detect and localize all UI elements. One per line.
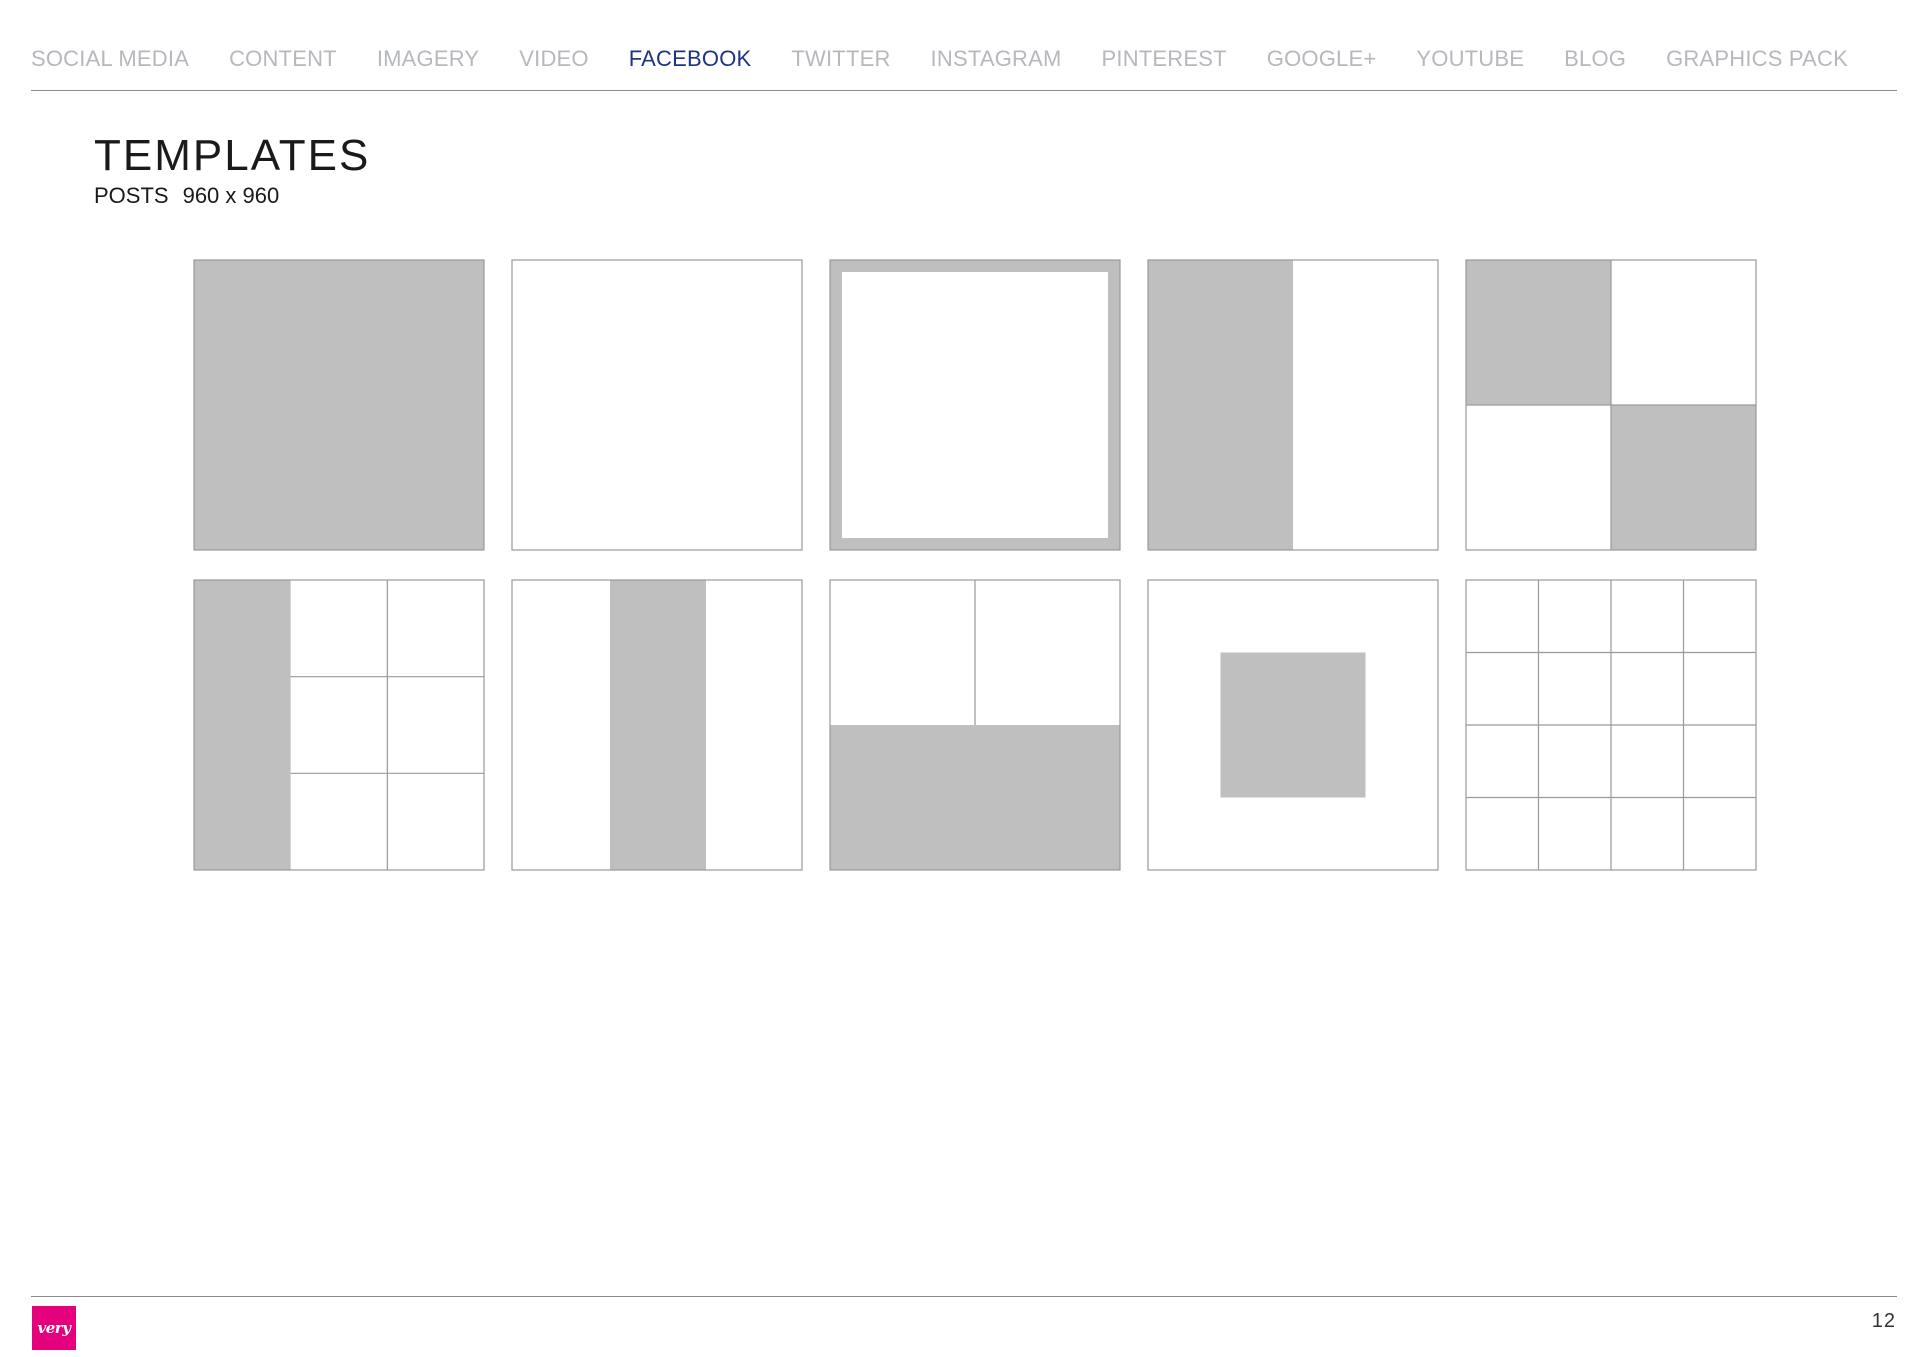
tile-background — [830, 260, 1120, 550]
nav-divider — [31, 90, 1897, 91]
page-title: TEMPLATES — [94, 131, 371, 180]
inner-area — [842, 272, 1108, 538]
tile-background — [1148, 260, 1438, 550]
footer-divider — [31, 1296, 1897, 1297]
tile-border — [829, 259, 1121, 551]
nav-item-twitter[interactable]: TWITTER — [791, 46, 891, 71]
very-logo: very — [32, 1306, 76, 1350]
tile-border — [1147, 579, 1439, 871]
nav-item-instagram[interactable]: INSTAGRAM — [930, 46, 1062, 71]
template-diagonal-quadrants — [1465, 259, 1757, 551]
template-center-column-fill — [511, 579, 803, 871]
placeholder-fill — [830, 260, 1120, 550]
template-full-fill — [193, 259, 485, 551]
page-subtitle: POSTS 960 x 960 — [94, 185, 279, 207]
tile-border — [193, 579, 485, 871]
nav-item-graphics-pack[interactable]: GRAPHICS PACK — [1666, 46, 1848, 71]
tile-border — [511, 259, 803, 551]
tile-background — [830, 580, 1120, 870]
nav-item-google[interactable]: GOOGLE+ — [1266, 46, 1377, 71]
placeholder-fill — [1466, 260, 1611, 405]
nav-item-content[interactable]: CONTENT — [229, 46, 337, 71]
tile-border — [193, 259, 485, 551]
tile-background — [1466, 580, 1756, 870]
nav-item-pinterest[interactable]: PINTEREST — [1101, 46, 1227, 71]
subtitle-label: POSTS — [94, 183, 169, 208]
tile-background — [194, 260, 484, 550]
placeholder-fill — [1148, 260, 1293, 550]
template-left-half-fill — [1147, 259, 1439, 551]
template-top-split-bottom-fill — [829, 579, 1121, 871]
tile-background — [512, 580, 802, 870]
template-center-square-fill — [1147, 579, 1439, 871]
nav-item-social-media[interactable]: SOCIAL MEDIA — [31, 46, 190, 71]
placeholder-fill — [830, 725, 1120, 870]
tile-border — [1465, 259, 1757, 551]
placeholder-fill — [1611, 405, 1756, 550]
template-blank — [511, 259, 803, 551]
template-four-by-four-grid — [1465, 579, 1757, 871]
tile-border — [1147, 259, 1439, 551]
template-frame-border — [829, 259, 1121, 551]
top-navigation: SOCIAL MEDIA CONTENT IMAGERY VIDEO FACEBOOK T… — [31, 44, 1888, 74]
page-number: 12 — [1871, 1310, 1896, 1332]
placeholder-fill — [194, 260, 484, 550]
subtitle-dimensions: 960 x 960 — [182, 183, 280, 208]
nav-item-imagery[interactable]: IMAGERY — [376, 46, 480, 71]
tile-border — [1465, 579, 1757, 871]
nav-item-youtube[interactable]: YOUTUBE — [1416, 46, 1525, 71]
tile-background — [1148, 580, 1438, 870]
tile-background — [194, 580, 484, 870]
nav-item-blog[interactable]: BLOG — [1564, 46, 1627, 71]
nav-item-video[interactable]: VIDEO — [519, 46, 589, 71]
tile-background — [1466, 260, 1756, 550]
tile-border — [829, 579, 1121, 871]
template-left-column-with-grid — [193, 579, 485, 871]
tile-border — [511, 579, 803, 871]
placeholder-fill — [1220, 652, 1366, 798]
tile-background — [512, 260, 802, 550]
placeholder-fill — [194, 580, 291, 870]
nav-item-facebook[interactable]: FACEBOOK — [628, 46, 752, 71]
placeholder-fill — [610, 580, 706, 870]
